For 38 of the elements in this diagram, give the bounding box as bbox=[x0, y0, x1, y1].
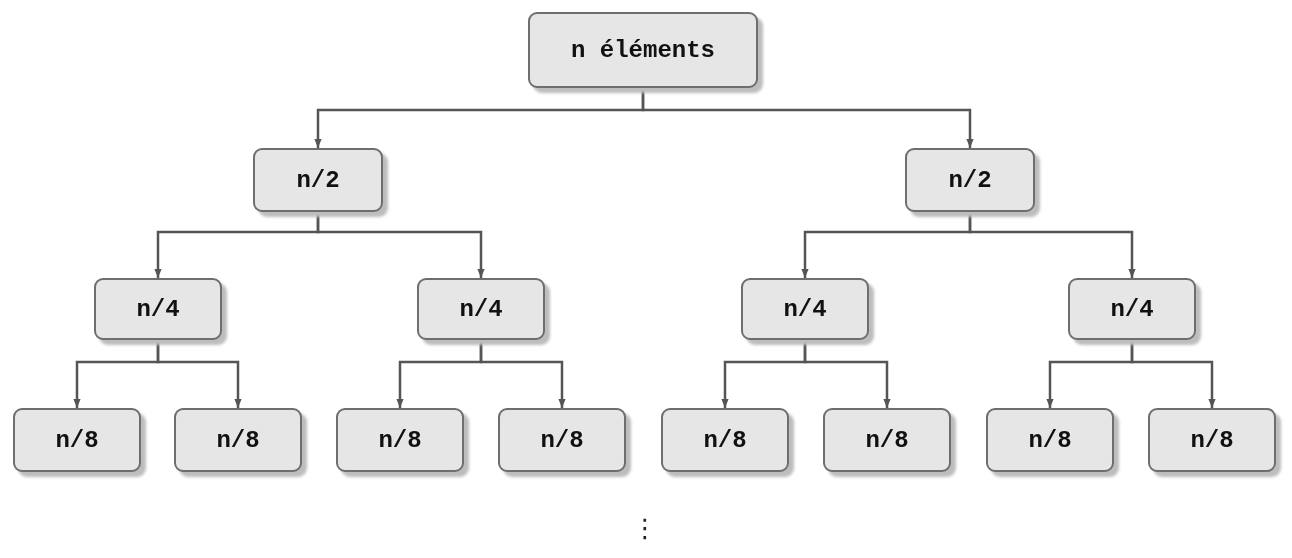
node-label: n/8 bbox=[865, 426, 909, 454]
arrow bbox=[316, 212, 485, 278]
process-box bbox=[1148, 408, 1276, 472]
node-label: n/8 bbox=[55, 426, 99, 454]
node-label: n/2 bbox=[296, 166, 340, 194]
arrow bbox=[1130, 340, 1216, 408]
node-label: n/8 bbox=[1190, 426, 1234, 454]
node-label: n/8 bbox=[703, 426, 747, 454]
node-label: n/8 bbox=[540, 426, 584, 454]
ellipsis: ⋮ bbox=[632, 515, 658, 541]
arrow bbox=[156, 340, 242, 408]
node-label: n/8 bbox=[216, 426, 260, 454]
process-box bbox=[253, 148, 383, 212]
process-box bbox=[823, 408, 951, 472]
node-label: n/8 bbox=[378, 426, 422, 454]
node-label: n/8 bbox=[1028, 426, 1072, 454]
node-label: n/4 bbox=[136, 295, 180, 323]
node-label: n/2 bbox=[948, 166, 992, 194]
process-box bbox=[13, 408, 141, 472]
node-label: n/4 bbox=[783, 295, 827, 323]
process-box bbox=[417, 278, 545, 340]
process-box bbox=[1068, 278, 1196, 340]
node-label: n/4 bbox=[459, 295, 503, 323]
process-box bbox=[174, 408, 302, 472]
arrow bbox=[641, 88, 974, 148]
process-box bbox=[661, 408, 789, 472]
arrow bbox=[479, 340, 566, 408]
process-box bbox=[94, 278, 222, 340]
arrow bbox=[803, 340, 891, 408]
process-box bbox=[498, 408, 626, 472]
process-box bbox=[741, 278, 869, 340]
arrow bbox=[968, 212, 1136, 278]
process-box bbox=[528, 12, 758, 88]
node-label: n éléments bbox=[571, 36, 715, 64]
node-label: n/4 bbox=[1110, 295, 1154, 323]
process-box bbox=[905, 148, 1035, 212]
process-box bbox=[336, 408, 464, 472]
process-box bbox=[986, 408, 1114, 472]
